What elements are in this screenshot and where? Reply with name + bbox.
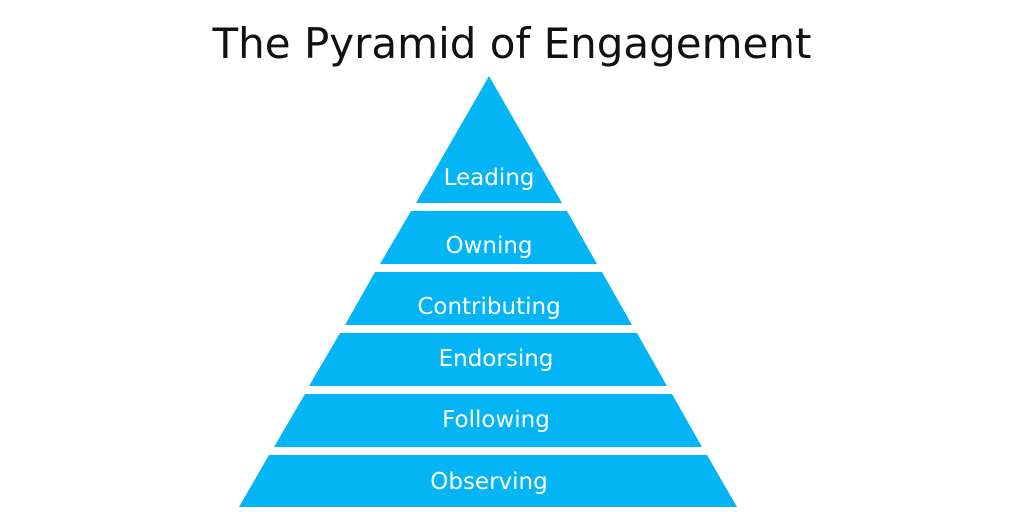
page-title: The Pyramid of Engagement	[212, 19, 812, 68]
pyramid-level-label: Contributing	[417, 294, 560, 320]
pyramid-level-shape	[274, 394, 702, 447]
pyramid-level-observing: Observing	[239, 455, 737, 507]
pyramid-level-label: Owning	[445, 233, 532, 259]
pyramid-level-label: Endorsing	[439, 346, 554, 372]
pyramid-level-shape	[345, 272, 632, 325]
pyramid-level-label: Observing	[430, 469, 547, 495]
pyramid-level-shape	[309, 333, 667, 386]
pyramid-level-shape	[239, 455, 737, 507]
pyramid-level-owning: Owning	[380, 211, 597, 264]
pyramid-level-endorsing: Endorsing	[309, 333, 667, 386]
pyramid-level-label: Leading	[444, 165, 535, 191]
pyramid-level-shape	[380, 211, 597, 264]
pyramid-level-shape	[416, 76, 562, 203]
pyramid-level-leading: Leading	[416, 76, 562, 203]
pyramid-level-following: Following	[274, 394, 702, 447]
pyramid-level-contributing: Contributing	[345, 272, 632, 325]
pyramid-level-label: Following	[442, 407, 550, 433]
